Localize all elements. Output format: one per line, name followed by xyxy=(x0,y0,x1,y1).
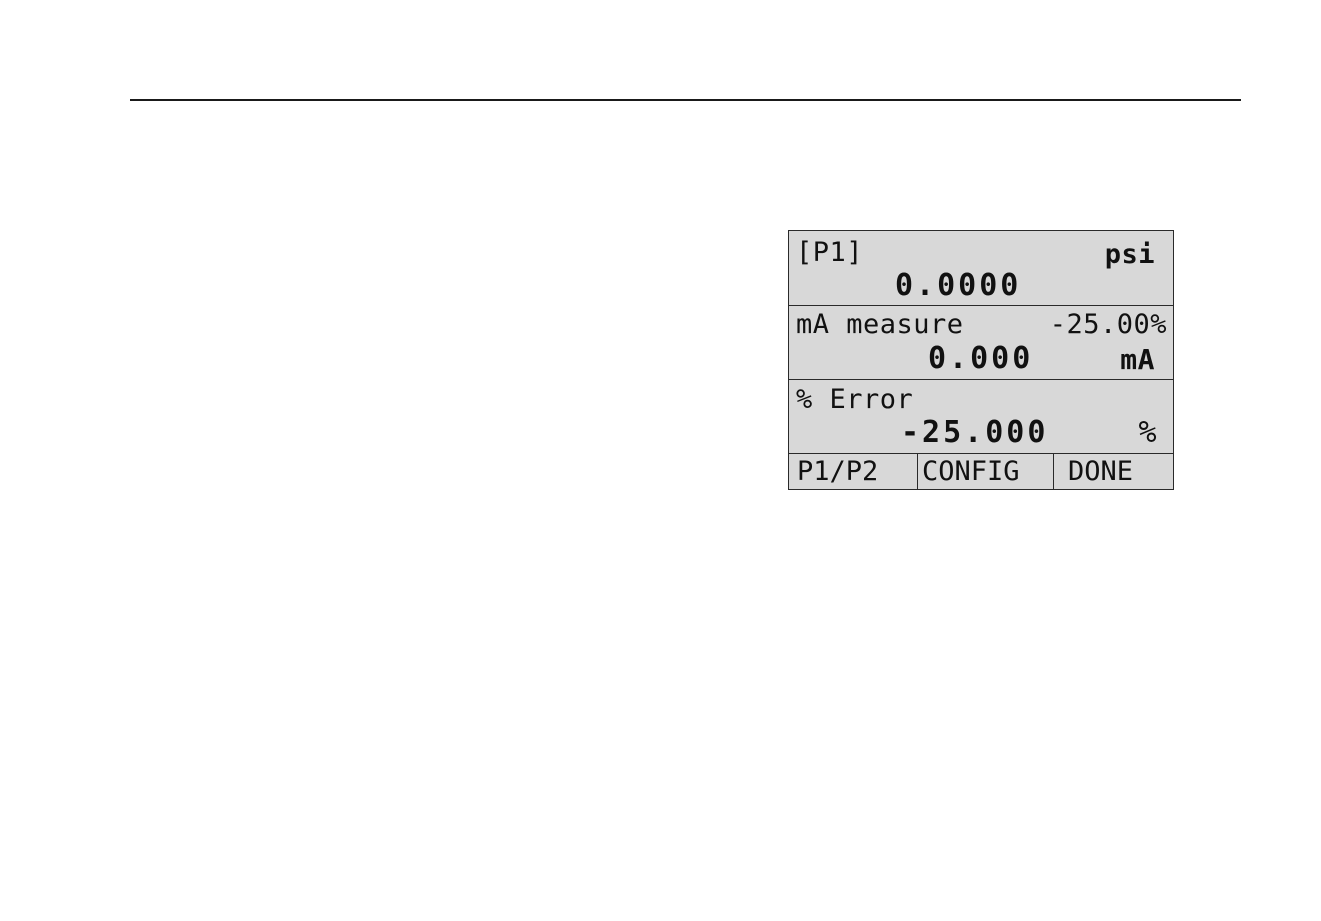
done-softkey[interactable]: DONE xyxy=(1054,454,1173,490)
error-value: -25.000 xyxy=(901,418,1048,448)
measure-section: mA measure -25.00% 0.000 mA xyxy=(789,306,1173,380)
pressure-channel-label: [P1] xyxy=(796,239,863,266)
p1-p2-softkey[interactable]: P1/P2 xyxy=(789,454,918,490)
measure-percent: -25.00% xyxy=(1050,311,1167,338)
measure-unit: mA xyxy=(1120,346,1155,374)
error-label: % Error xyxy=(796,386,913,413)
page-top-rule xyxy=(130,99,1241,101)
pressure-section: [P1] psi 0.0000 xyxy=(789,231,1173,306)
measure-value: 0.000 xyxy=(928,344,1033,374)
error-section: % Error -25.000 % xyxy=(789,380,1173,454)
lcd-display: [P1] psi 0.0000 mA measure -25.00% 0.000… xyxy=(788,230,1174,490)
config-softkey[interactable]: CONFIG xyxy=(918,454,1054,490)
pressure-value: 0.0000 xyxy=(895,271,1021,301)
measure-mode-label: mA measure xyxy=(796,311,964,338)
error-unit: % xyxy=(1138,418,1157,448)
pressure-unit: psi xyxy=(1105,241,1155,268)
softkey-bar: P1/P2 CONFIG DONE xyxy=(789,454,1173,490)
